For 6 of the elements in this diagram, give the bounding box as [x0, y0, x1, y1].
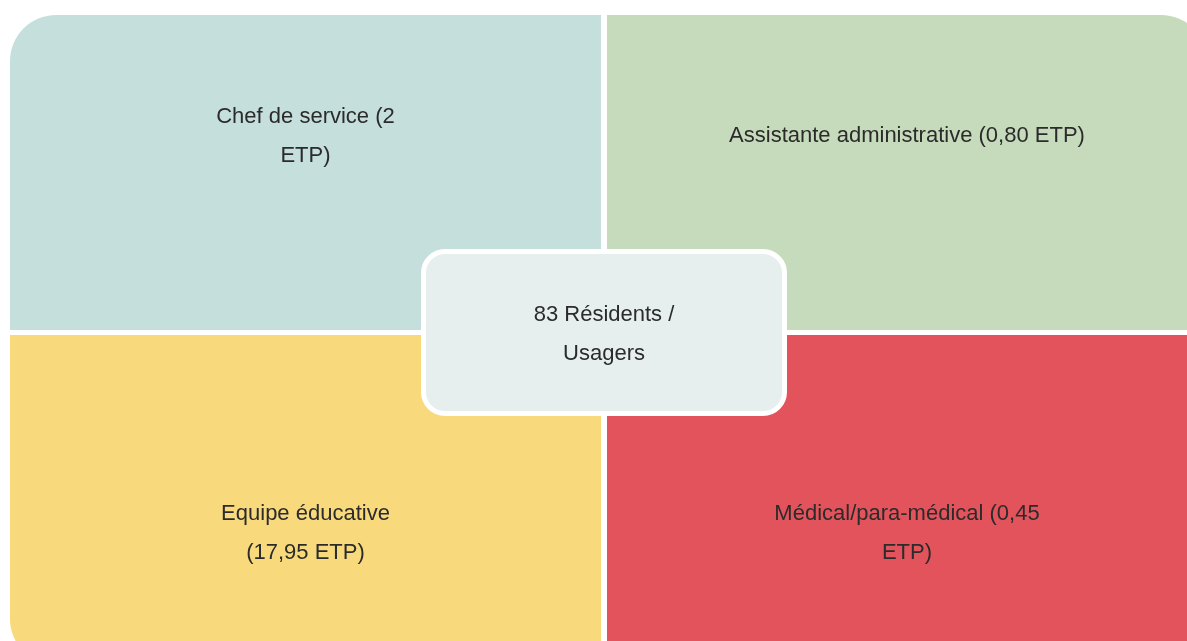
node-label: 83 Résidents / Usagers	[532, 299, 676, 367]
node-label: Chef de service (2 ETP)	[215, 102, 396, 169]
node-label: Médical/para-médical (0,45 ETP)	[773, 499, 1041, 566]
node-label: Assistante administrative (0,80 ETP)	[728, 121, 1086, 149]
node-label: Equipe éducative (17,95 ETP)	[220, 499, 391, 566]
center-box	[421, 249, 787, 416]
